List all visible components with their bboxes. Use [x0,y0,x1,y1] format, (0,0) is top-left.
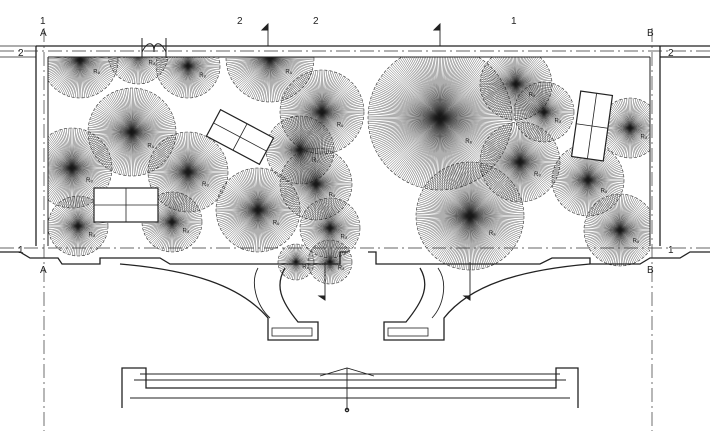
grid-label-group: 1 A 2 2 1 B 2 2 1 1 A B [18,16,674,276]
sprinkler-head-label: R₈ [312,158,319,164]
sprinkler-fan [415,161,525,271]
sprinkler-head-label: R₈ [147,143,154,149]
sprinkler-fan [367,57,513,191]
sprinkler-label-layer: R₈ R₈ R₈ R₈ R₈ R₈ R₈ R₈ R₈ R₈ R₈ R₈ R₈ R₈ R₈ R₈ R₈ R₈ R₈ R₈… [86,61,648,272]
grid-label-axis-b-top: B [647,28,654,39]
grid-label-axis-b-bottom: B [647,265,654,276]
sprinkler-head-label: R₈ [199,73,206,79]
sprinkler-fan [299,197,361,259]
sprinkler-fan [48,195,109,257]
grid-label-axis-a-top: A [40,28,47,39]
sprinkler-head-label: R₈ [555,119,562,125]
sprinkler-fan [107,57,169,85]
sprinkler-head-label: R₈ [302,264,309,270]
sprinkler-fan [155,57,221,99]
grid-label-top-2a: 2 [237,16,243,27]
grid-axes [0,28,710,431]
sprinkler-fan [279,69,365,155]
sprinkler-head-label: R₈ [93,69,100,75]
sprinkler-head-label: R₈ [86,178,93,184]
sprinkler-fan [215,167,301,253]
sprinkler-fan [479,57,553,121]
grid-label-left-1: 1 [18,245,24,256]
sprinkler-fan [225,57,315,103]
sprinkler-head-label: R₈ [641,135,648,141]
sprinkler-fan [141,191,203,253]
grid-label-top-1: 1 [40,16,46,27]
building-outline [0,38,710,413]
sprinkler-head-label: R₈ [337,123,344,129]
sprinkler-head-label: R₈ [183,229,190,235]
sprinkler-head-label: R₈ [338,266,345,272]
section-markers [260,22,471,301]
grid-label-top-2b: 2 [313,16,319,27]
sprinkler-head-label: R₈ [341,235,348,241]
sprinkler-fan [48,57,119,99]
sprinkler-head-label: R₈ [633,239,640,245]
grid-label-right-1: 1 [668,245,674,256]
grid-label-left-2: 2 [18,48,24,59]
sprinkler-head-label: R₈ [601,189,608,195]
plan-objects [93,90,614,223]
sprinkler-fan [87,87,177,177]
grid-label-axis-a-bottom: A [40,265,47,276]
sprinkler-head-label: R₈ [329,193,336,199]
sprinkler-fan [583,193,650,267]
sprinkler-fan [599,97,650,159]
grid-label-top-1b: 1 [511,16,517,27]
sprinkler-fan [147,131,229,213]
sprinkler-head-label: R₈ [489,231,496,237]
sprinkler-head-label: R₈ [149,61,156,67]
sprinkler-head-label: R₈ [89,233,96,239]
sprinkler-head-label: R₈ [534,172,541,178]
grid-label-right-2: 2 [668,48,674,59]
sprinkler-head-label: R₈ [273,221,280,227]
sprinkler-coverage-layer [48,57,650,285]
sprinkler-head-label: R₈ [285,69,292,75]
sprinkler-head-label: R₈ [529,93,536,99]
sprinkler-head-label: R₈ [465,139,472,145]
sprinkler-head-label: R₈ [202,182,209,188]
sprinkler-fan [513,81,575,143]
